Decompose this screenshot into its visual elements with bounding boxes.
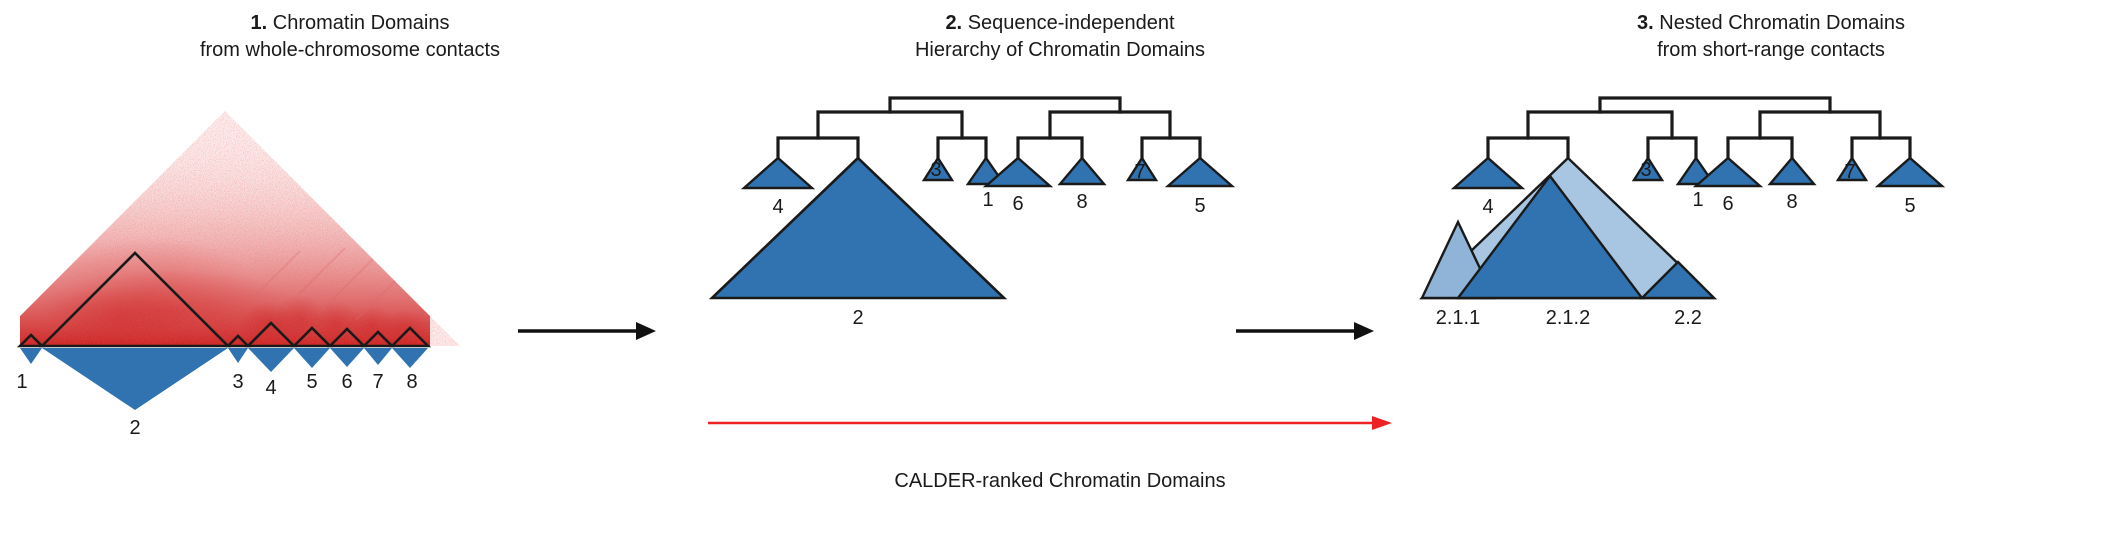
dendrogram-leaf-triangles bbox=[1450, 155, 1946, 190]
panel3-title: 3. Nested Chromatin Domains from short-r… bbox=[1420, 10, 2122, 64]
big-domain-label-2: 2 bbox=[852, 307, 863, 329]
domain-label-5: 5 bbox=[306, 371, 317, 393]
leaf-label-5: 5 bbox=[1194, 195, 1205, 217]
panel2-leaf-labels: 4 3 1 6 8 7 5 2 bbox=[772, 159, 1205, 329]
leaf-label-7: 7 bbox=[1134, 161, 1145, 183]
panel1-title-line1: Chromatin Domains bbox=[272, 12, 450, 34]
panel3-leaf-labels: 4 3 1 6 8 7 5 bbox=[1482, 159, 1915, 218]
domain-label-8: 8 bbox=[406, 371, 417, 393]
panel2-title-line1: Sequence-independent bbox=[967, 12, 1175, 34]
nested-label-2-2: 2.2 bbox=[1674, 307, 1702, 329]
nested-triangle-2-2 bbox=[1639, 260, 1717, 300]
panel2-title-line2: Hierarchy of Chromatin Domains bbox=[914, 39, 1206, 61]
domain-label-6: 6 bbox=[341, 371, 352, 393]
panel1-title-line2: from whole-chromosome contacts bbox=[199, 39, 501, 61]
domain-label-4: 4 bbox=[265, 377, 276, 399]
nested-triangle-2-1-2 bbox=[1455, 174, 1645, 300]
domain-label-7: 7 bbox=[372, 371, 383, 393]
panel2-number: 2. bbox=[945, 12, 963, 34]
hic-svg: 1 3 4 5 6 7 8 2 bbox=[16, 111, 460, 439]
domain-label-3: 3 bbox=[232, 371, 243, 393]
leaf-label-4: 4 bbox=[1482, 196, 1493, 218]
panel3-title-line1: Nested Chromatin Domains bbox=[1659, 12, 1905, 34]
leaf-label-3: 3 bbox=[1640, 159, 1651, 181]
panel1-number: 1. bbox=[250, 12, 268, 34]
nested-label-2-1-1: 2.1.1 bbox=[1436, 307, 1480, 329]
leaf-label-6: 6 bbox=[1012, 193, 1023, 215]
hic-contact-map: 1 3 4 5 6 7 8 2 bbox=[0, 86, 700, 439]
arrow-panel1-to-panel2 bbox=[516, 316, 656, 346]
leaf-label-1: 1 bbox=[982, 189, 993, 211]
panel3-dendrogram: 4 3 1 6 8 7 5 2.1.1 2.1.2 2.2 bbox=[1419, 80, 2122, 370]
leaf-label-8: 8 bbox=[1786, 191, 1797, 213]
leaf-label-5: 5 bbox=[1904, 195, 1915, 217]
leaf-label-4: 4 bbox=[772, 196, 783, 218]
calder-caption: CALDER-ranked Chromatin Domains bbox=[894, 470, 1226, 492]
panel2-title: 2. Sequence-independent Hierarchy of Chr… bbox=[700, 10, 1420, 64]
panel-nested-chromatin-domains: 3. Nested Chromatin Domains from short-r… bbox=[1419, 0, 2122, 538]
panel3-nested-labels: 2.1.1 2.1.2 2.2 bbox=[1436, 307, 1702, 329]
leaf-label-7: 7 bbox=[1844, 161, 1855, 183]
panel3-number: 3. bbox=[1637, 12, 1654, 34]
leaf-label-6: 6 bbox=[1722, 193, 1733, 215]
panel-sequence-independent-hierarchy: 2. Sequence-independent Hierarchy of Chr… bbox=[700, 0, 1420, 538]
blue-domain-triangles bbox=[20, 348, 428, 410]
leaf-label-1: 1 bbox=[1692, 189, 1703, 211]
panel2-dendrogram: 4 3 1 6 8 7 5 2 bbox=[700, 80, 1420, 370]
panel2-svg: 4 3 1 6 8 7 5 2 bbox=[708, 96, 1236, 329]
domain-label-1: 1 bbox=[16, 371, 27, 393]
nested-label-2-1-2: 2.1.2 bbox=[1546, 307, 1590, 329]
big-domain-triangle-2 bbox=[708, 156, 1008, 300]
arrow-panel2-to-panel3 bbox=[1234, 316, 1374, 346]
panel3-svg: 4 3 1 6 8 7 5 2.1.1 2.1.2 2.2 bbox=[1419, 96, 1946, 329]
dendrogram-links bbox=[776, 96, 1202, 160]
dendrogram-links bbox=[1486, 96, 1912, 160]
calder-arrow bbox=[708, 416, 1392, 430]
leaf-label-8: 8 bbox=[1076, 191, 1087, 213]
nested-domain-group bbox=[1419, 156, 1717, 300]
dendrogram-leaf-triangles bbox=[740, 155, 1236, 190]
calder-arrow-row: CALDER-ranked Chromatin Domains bbox=[700, 410, 1420, 492]
panel1-domain-labels: 1 3 4 5 6 7 8 2 bbox=[16, 371, 417, 439]
leaf-label-3: 3 bbox=[930, 159, 941, 181]
panel-chromatin-domains: 1. Chromatin Domains from whole-chromoso… bbox=[0, 0, 700, 538]
panel3-title-line2: from short-range contacts bbox=[1657, 39, 1885, 61]
domain-label-2: 2 bbox=[129, 417, 140, 439]
panel1-title: 1. Chromatin Domains from whole-chromoso… bbox=[0, 10, 700, 64]
domain-outlines bbox=[16, 251, 432, 348]
